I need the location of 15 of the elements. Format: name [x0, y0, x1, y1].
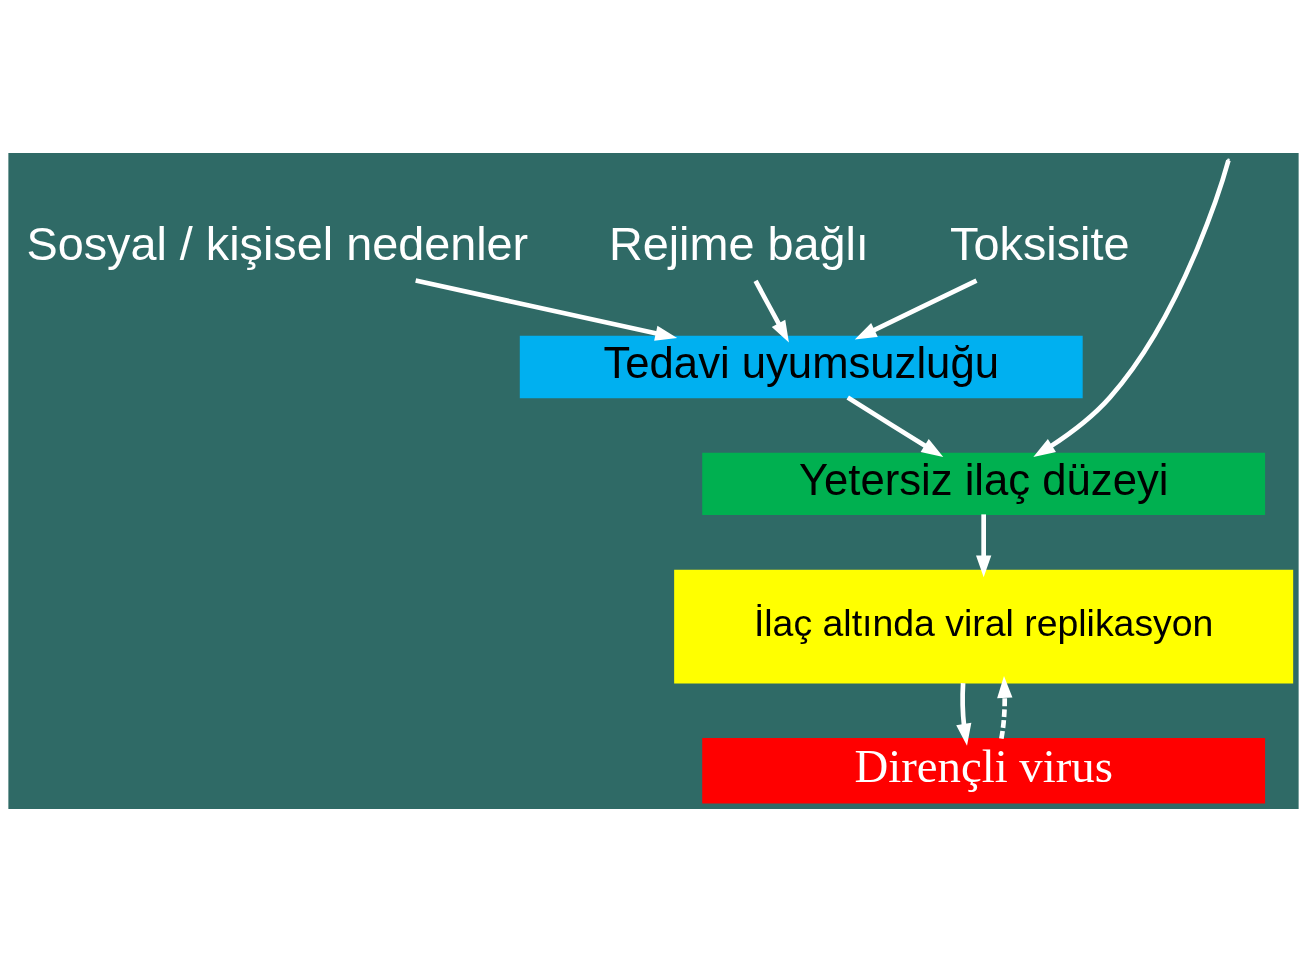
- node-text: Toksisite: [950, 218, 1130, 271]
- node-box: İlaç altında viral replikasyon: [674, 569, 1294, 684]
- arrow: [854, 278, 978, 340]
- node-box: Dirençli virus: [702, 738, 1266, 804]
- arrow: [753, 279, 789, 343]
- node-text: Sosyal / kişisel nedenler: [26, 218, 529, 271]
- arrow: [1033, 159, 1231, 458]
- arrow: [997, 676, 1013, 740]
- arrow: [976, 514, 992, 578]
- arrow: [415, 278, 678, 341]
- arrow: [846, 395, 944, 458]
- arrow: [956, 682, 972, 746]
- node-box: Tedavi uyumsuzluğu: [519, 335, 1083, 399]
- node-box: Yetersiz ilaç düzeyi: [702, 452, 1266, 516]
- node-text: Rejime bağlı: [608, 218, 869, 271]
